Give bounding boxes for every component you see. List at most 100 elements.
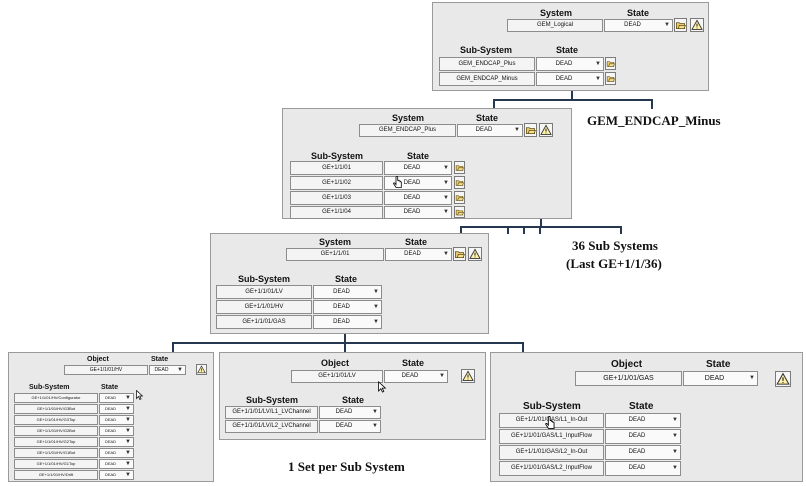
state-value: DEAD — [104, 461, 117, 466]
state-header: State — [706, 359, 731, 370]
subsystem-name-field: GE+1/1/01 — [290, 161, 383, 175]
connector — [522, 342, 524, 352]
state-value: DEAD — [628, 449, 646, 455]
folder-open-icon[interactable] — [454, 176, 465, 189]
warning-triangle-icon[interactable] — [196, 364, 207, 375]
warning-triangle-icon[interactable] — [461, 369, 475, 383]
object-name-field: GE+1/1/01/LV — [291, 370, 383, 383]
subsystem-name-field: GE+1/1/01/HV/Drift — [14, 470, 98, 480]
state-value: DEAD — [333, 304, 350, 310]
subsystem-state-select[interactable]: DEAD▼ — [536, 72, 604, 86]
object-header: Object — [87, 356, 109, 363]
dropdown-arrow-icon: ▼ — [373, 304, 379, 310]
dropdown-arrow-icon: ▼ — [664, 22, 670, 28]
state-header: State — [556, 45, 579, 55]
subsystem-state-select[interactable]: DEAD ▼ — [313, 300, 382, 314]
subsystem-state-select[interactable]: DEAD▼ — [99, 437, 134, 447]
dropdown-arrow-icon: ▼ — [443, 209, 449, 215]
warning-triangle-icon[interactable] — [539, 123, 553, 137]
folder-open-icon[interactable] — [454, 161, 465, 174]
state-value: DEAD — [475, 127, 493, 133]
connector — [460, 226, 462, 234]
state-value: DEAD — [555, 61, 573, 67]
lv-object-panel: Object State GE+1/1/01/LV DEAD▼ Sub-Syst… — [219, 352, 486, 440]
subsystem-state-select[interactable]: DEAD ▼ — [319, 406, 381, 419]
dropdown-arrow-icon: ▼ — [443, 195, 449, 201]
hv-object-panel: Object State GE+1/1/01/HV DEAD▼ Sub-Syst… — [8, 352, 214, 482]
connector — [172, 342, 524, 344]
system-header: System — [392, 113, 425, 123]
warning-triangle-icon[interactable] — [468, 247, 482, 261]
folder-open-icon[interactable] — [674, 18, 687, 32]
subsystem-state-select[interactable]: DEAD▼ — [99, 404, 134, 414]
dropdown-arrow-icon: ▼ — [672, 433, 678, 439]
dropdown-arrow-icon: ▼ — [372, 409, 378, 415]
subsystem-state-select[interactable]: DEAD▼ — [99, 426, 134, 436]
subsystem-state-select[interactable]: DEAD▼ — [313, 315, 382, 329]
dropdown-arrow-icon: ▼ — [125, 472, 131, 478]
subsystem-state-select[interactable]: DEAD▼ — [313, 285, 382, 299]
subsystem-state-select[interactable]: DEAD▼ — [99, 415, 134, 425]
state-value: DEAD — [104, 417, 117, 422]
subsystem-state-select[interactable]: DEAD▼ — [384, 206, 452, 219]
folder-open-icon[interactable] — [605, 72, 616, 85]
chamber-panel: System State GE+1/1/01 DEAD▼ Sub-System … — [210, 233, 489, 334]
mouse-pointer-icon — [378, 381, 386, 393]
connector — [620, 226, 622, 234]
dropdown-arrow-icon: ▼ — [125, 450, 131, 456]
state-value: DEAD — [333, 289, 350, 295]
state-value: DEAD — [335, 409, 353, 415]
state-value: DEAD — [403, 195, 421, 201]
state-header: State — [627, 8, 650, 18]
object-state-select[interactable]: DEAD▼ — [384, 370, 448, 383]
dropdown-arrow-icon: ▼ — [443, 165, 449, 171]
subsystem-state-select[interactable]: DEAD ▼ — [319, 420, 381, 433]
object-header: Object — [611, 359, 643, 370]
state-value: DEAD — [401, 373, 419, 379]
dropdown-arrow-icon: ▼ — [443, 180, 449, 186]
subsystem-state-select[interactable]: DEAD▼ — [99, 459, 134, 469]
subsystem-name-field: GE+1/1/01/LV/L2_LVChannel — [225, 420, 318, 433]
folder-open-icon[interactable] — [453, 247, 466, 261]
system-name-field: GEM_Logical — [507, 19, 603, 32]
subsystem-state-select[interactable]: DEAD ▼ — [384, 191, 452, 205]
subsystem-name-field: GE+1/1/01/LV/L1_LVChannel — [225, 406, 318, 419]
subsystem-name-field: GE+1/1/03 — [290, 191, 383, 205]
subsystem-state-select[interactable]: DEAD▼ — [605, 429, 681, 444]
dropdown-arrow-icon: ▼ — [595, 61, 601, 67]
subsystem-header: Sub-System — [460, 45, 513, 55]
object-state-select[interactable]: DEAD▼ — [683, 371, 758, 386]
connector — [523, 226, 525, 234]
subsystem-state-select[interactable]: DEAD▼ — [384, 161, 452, 175]
warning-triangle-icon[interactable] — [775, 371, 791, 387]
subsystem-state-select[interactable]: DEAD▼ — [99, 448, 134, 458]
warning-triangle-icon[interactable] — [690, 18, 704, 32]
subsystem-state-select[interactable]: DEAD▼ — [605, 461, 681, 476]
state-value: DEAD — [335, 423, 353, 429]
subsystem-header: Sub-System — [523, 401, 581, 412]
endcap-minus-label: GEM_ENDCAP_Minus — [587, 113, 721, 128]
gem-logical-panel: System State GEM_Logical DEAD▼ Sub-Syste… — [432, 2, 709, 91]
system-state-select[interactable]: DEAD▼ — [385, 248, 452, 261]
object-name-field: GE+1/1/01/HV — [64, 365, 148, 375]
dropdown-arrow-icon: ▼ — [372, 423, 378, 429]
subsystem-state-select[interactable]: DEAD▼ — [605, 445, 681, 460]
state-value: DEAD — [403, 180, 421, 186]
subsystem-name-field: GE+1/1/04 — [290, 206, 383, 219]
folder-open-icon[interactable] — [454, 206, 465, 218]
set-per-subsystem-label: 1 Set per Sub System — [288, 459, 405, 474]
system-state-select[interactable]: DEAD▼ — [457, 124, 523, 137]
system-state-select[interactable]: DEAD▼ — [604, 19, 673, 32]
subsystem-state-select[interactable]: DEAD▼ — [99, 470, 134, 480]
object-state-select[interactable]: DEAD▼ — [149, 365, 186, 375]
subsystem-name-field: GE+1/1/01/HV/G3Top — [14, 415, 98, 425]
subsystem-name-field: GE+1/1/01/HV/G1Bot — [14, 448, 98, 458]
folder-open-icon[interactable] — [454, 191, 465, 204]
state-value: DEAD — [104, 395, 117, 400]
subsystem-state-select[interactable]: DEAD▼ — [605, 413, 681, 428]
subsystem-state-select[interactable]: DEAD▼ — [99, 393, 134, 403]
subsystem-state-select[interactable]: DEAD ▼ — [536, 57, 604, 71]
object-header: Object — [321, 358, 350, 368]
folder-open-icon[interactable] — [605, 57, 616, 70]
folder-open-icon[interactable] — [524, 123, 537, 137]
